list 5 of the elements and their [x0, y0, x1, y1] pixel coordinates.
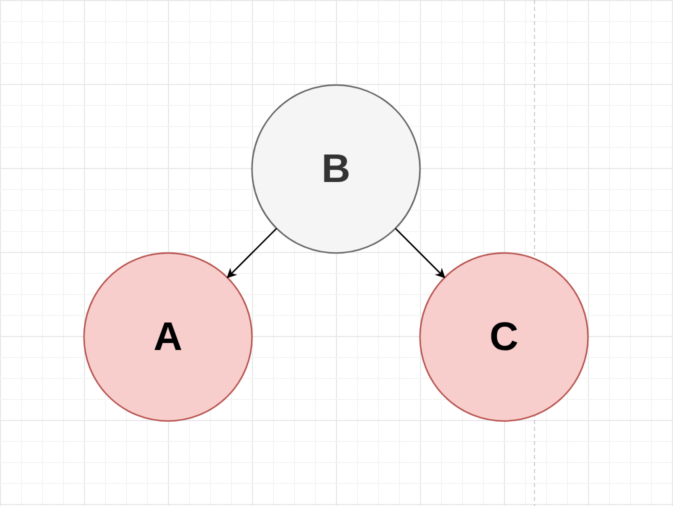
node-label: C [490, 317, 518, 357]
node-label: A [154, 317, 182, 357]
arrow [226, 228, 278, 278]
arrow [394, 228, 446, 278]
node-label: B [322, 149, 350, 189]
